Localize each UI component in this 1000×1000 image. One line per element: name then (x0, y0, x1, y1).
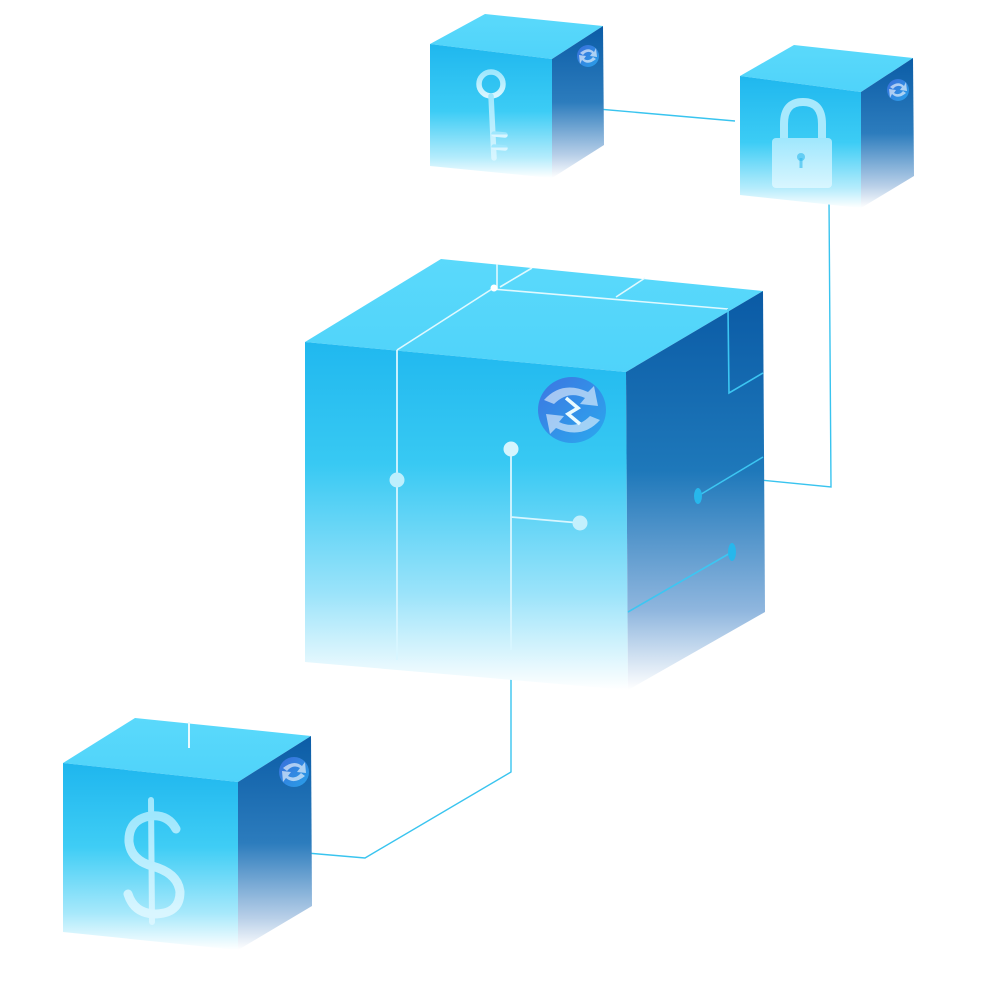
main-cube-side-traces (627, 308, 764, 613)
dollar-cube-logo (279, 757, 309, 787)
main-cube-node-3 (572, 515, 588, 531)
lock-cube-top (740, 45, 913, 92)
padlock-icon (772, 97, 832, 188)
main-cube-top-node (490, 284, 498, 292)
main-cube-side-node-1 (694, 488, 702, 504)
lock-cube (740, 45, 914, 208)
main-cube-front-traces (396, 350, 581, 660)
main-cube-node-1 (389, 472, 405, 488)
key-cube-top (430, 14, 603, 59)
main-cube-node-2 (503, 441, 519, 457)
key-cube-logo (577, 45, 599, 67)
dollar-cube (63, 718, 312, 950)
main-cube (305, 259, 765, 690)
key-icon (476, 69, 508, 161)
dollar-cube-top (63, 718, 311, 782)
main-cube-top (305, 259, 763, 372)
key-cube (430, 14, 604, 178)
main-cube-logo (538, 377, 606, 443)
connector-main-dollar (271, 650, 512, 859)
dollar-sign-icon (123, 797, 185, 925)
main-cube-side-node-2 (728, 543, 736, 561)
dollar-cube-side (238, 736, 312, 950)
lock-cube-logo (887, 79, 909, 101)
